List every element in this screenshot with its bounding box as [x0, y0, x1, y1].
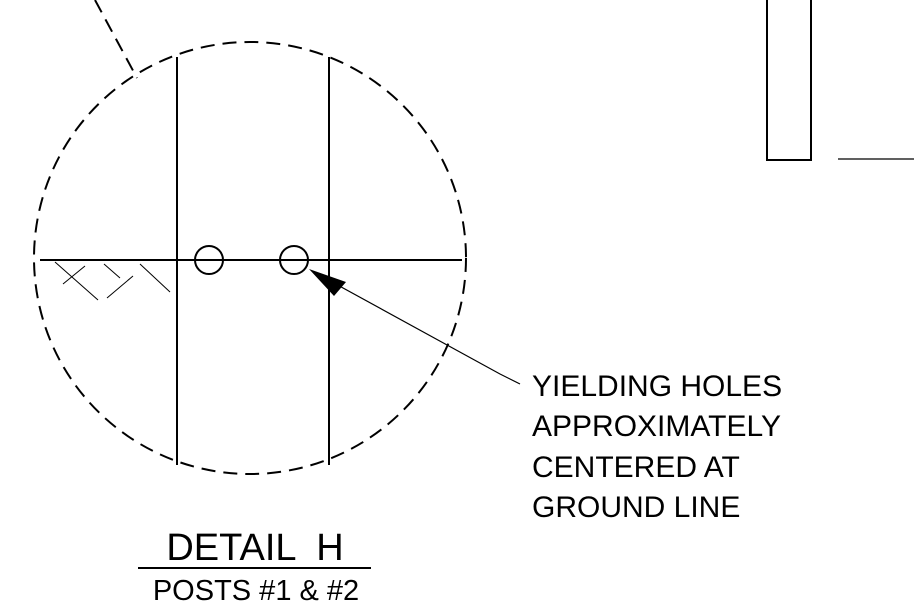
ground-hatching [54, 261, 171, 301]
post-elevation [766, 0, 812, 161]
callout-arrowhead [309, 269, 346, 296]
detail-leader-line [94, 0, 138, 79]
yielding-hole-left [194, 245, 224, 275]
yielding-hole-right [279, 245, 309, 275]
detail-subtitle: POSTS #1 & #2 [153, 575, 359, 607]
detail-title: DETAIL H [166, 527, 343, 569]
callout-text: YIELDING HOLES APPROXIMATELY CENTERED AT… [532, 370, 782, 524]
callout-leader-line [311, 270, 521, 385]
detail-circle [33, 41, 467, 475]
callout-line-2: APPROXIMATELY [532, 410, 781, 443]
callout-line-3: CENTERED AT [532, 451, 740, 484]
callout-line-1: YIELDING HOLES [532, 370, 782, 403]
callout-line-4: GROUND LINE [532, 491, 740, 524]
